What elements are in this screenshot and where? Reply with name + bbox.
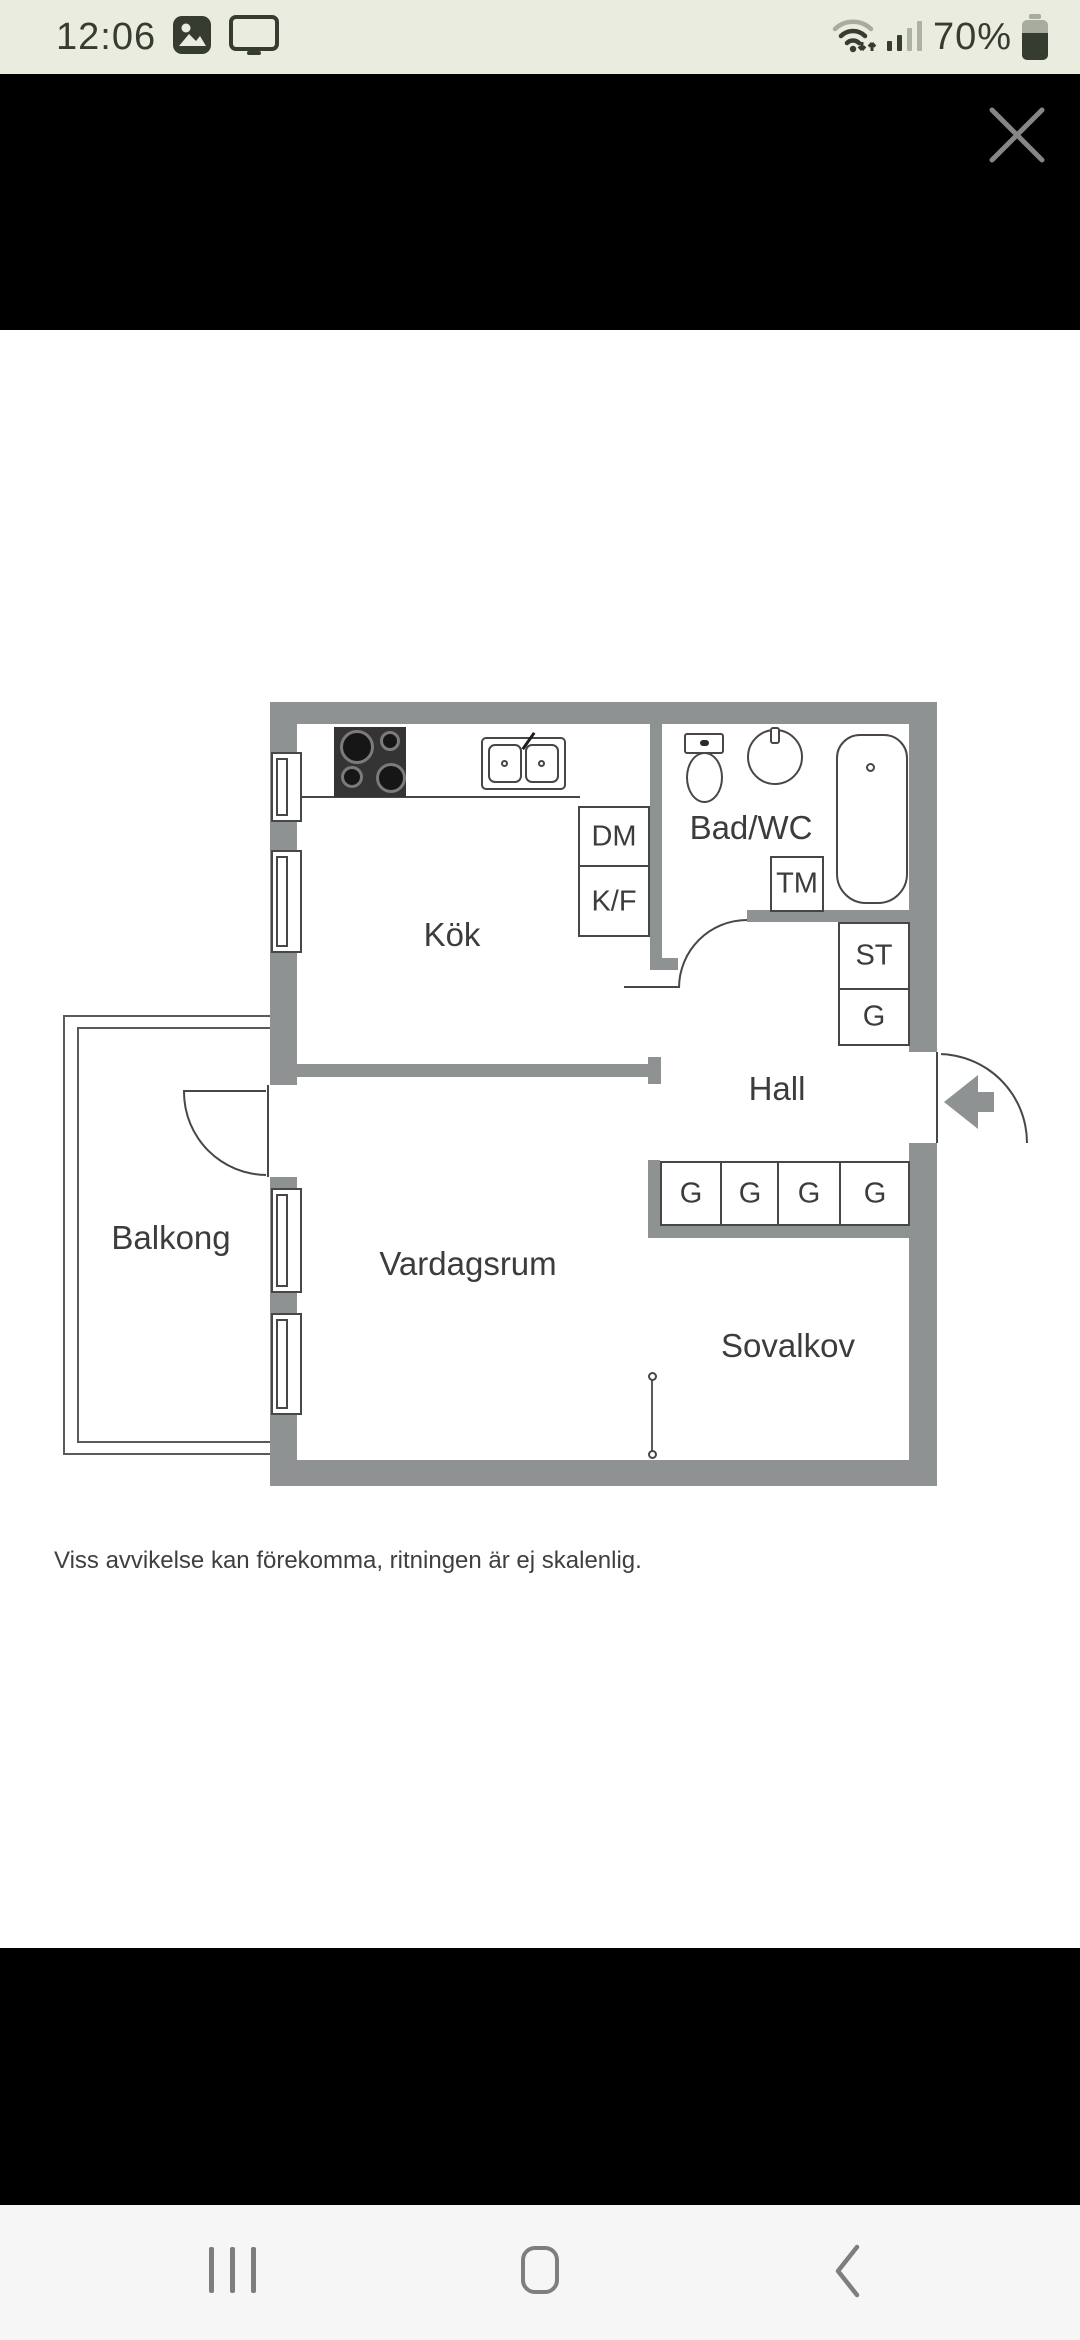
battery-icon bbox=[1022, 14, 1048, 60]
bathroom-sink-tap bbox=[770, 727, 780, 744]
stove-burner bbox=[341, 766, 363, 788]
kitchen-window-2 bbox=[271, 850, 302, 953]
label-wardrobe: G bbox=[738, 1177, 762, 1210]
stove-burner bbox=[340, 730, 374, 764]
label-washing-machine: TM bbox=[776, 867, 818, 900]
dishwasher-box bbox=[578, 806, 650, 867]
living-room-window-2 bbox=[271, 1313, 302, 1415]
screen-mirroring-icon bbox=[228, 14, 280, 61]
window-casement bbox=[276, 1194, 288, 1287]
battery-percent: 70% bbox=[932, 15, 1012, 58]
room-label-bathroom: Bad/WC bbox=[689, 809, 813, 846]
status-bar-left: 12:06 bbox=[56, 0, 280, 74]
bathtub-drain bbox=[866, 763, 875, 772]
label-fridge-freezer: K/F bbox=[591, 885, 637, 918]
battery-body bbox=[1022, 20, 1048, 60]
wall-wardrobe-side bbox=[648, 1160, 660, 1238]
kitchen-window-1 bbox=[271, 752, 302, 822]
living-room-window-1 bbox=[271, 1188, 302, 1293]
wall-wardrobe-bottom bbox=[648, 1226, 910, 1238]
wall-kitchen-living bbox=[296, 1064, 648, 1077]
window-casement bbox=[276, 856, 288, 947]
room-label-living-room: Vardagsrum bbox=[379, 1245, 557, 1282]
room-label-balcony: Balkong bbox=[111, 1219, 231, 1256]
sink-basin bbox=[525, 744, 559, 783]
storage-box bbox=[838, 922, 910, 990]
cellular-signal-icon bbox=[886, 18, 923, 57]
stove-burner bbox=[380, 731, 400, 751]
label-wardrobe: G bbox=[679, 1177, 703, 1210]
toilet-tank bbox=[684, 733, 724, 754]
wall-kitchen-bath-cap bbox=[650, 958, 678, 970]
battery-fill-part bbox=[1022, 33, 1048, 60]
recents-icon bbox=[209, 2247, 214, 2293]
hall-closet-box bbox=[838, 988, 910, 1046]
entrance-arrow-icon bbox=[942, 1070, 1002, 1139]
window-casement bbox=[276, 758, 288, 816]
label-wardrobe: G bbox=[863, 1177, 887, 1210]
back-button[interactable] bbox=[833, 2243, 861, 2304]
close-icon bbox=[989, 107, 1045, 163]
sink-basin bbox=[488, 744, 522, 783]
divider-dot bbox=[648, 1372, 657, 1381]
label-wardrobe: G bbox=[797, 1177, 821, 1210]
label-storage: ST bbox=[855, 939, 893, 972]
kitchen-sink-icon bbox=[481, 731, 566, 790]
close-button[interactable] bbox=[985, 103, 1049, 167]
balcony-door-plane bbox=[267, 1085, 269, 1177]
entrance-opening bbox=[905, 1052, 941, 1143]
room-label-kitchen: Kök bbox=[423, 916, 481, 953]
status-bar-right: 70% bbox=[831, 0, 1048, 74]
window-casement bbox=[276, 1319, 288, 1409]
toilet-button bbox=[700, 740, 709, 746]
balcony-outline-outer bbox=[63, 1015, 270, 1455]
status-bar: 12:06 bbox=[0, 0, 1080, 74]
wifi-data-icon bbox=[831, 14, 877, 61]
wall-kitchen-living-cap bbox=[648, 1057, 661, 1084]
balcony-outline-inner bbox=[77, 1027, 270, 1443]
home-button[interactable] bbox=[521, 2246, 559, 2294]
recents-icon bbox=[230, 2247, 235, 2293]
balcony-door-opening bbox=[266, 1085, 301, 1177]
alcove-divider-line bbox=[651, 1375, 653, 1457]
home-icon bbox=[521, 2246, 559, 2294]
toilet-bowl bbox=[686, 752, 723, 803]
wall-bath-bottom bbox=[747, 910, 910, 922]
label-dishwasher: DM bbox=[591, 820, 637, 853]
wall-bottom bbox=[270, 1460, 937, 1486]
room-label-hall: Hall bbox=[748, 1070, 806, 1107]
recents-button[interactable] bbox=[206, 2247, 258, 2293]
floor-plan-image[interactable] bbox=[0, 330, 1080, 1948]
wall-kitchen-bath bbox=[650, 724, 662, 970]
wall-top bbox=[270, 702, 937, 724]
sink-drain bbox=[501, 760, 508, 767]
divider-dot bbox=[648, 1450, 657, 1459]
bathroom-door-leaf bbox=[624, 986, 680, 988]
disclaimer-text: Viss avvikelse kan förekomma, ritningen … bbox=[54, 1547, 642, 1574]
back-icon bbox=[835, 2244, 860, 2298]
battery-nub bbox=[1029, 14, 1041, 19]
navigation-bar bbox=[0, 2205, 1080, 2340]
gallery-icon bbox=[172, 15, 212, 60]
battery-empty-part bbox=[1022, 20, 1048, 33]
label-hall-closet: G bbox=[862, 1000, 886, 1033]
entrance-door-leaf bbox=[936, 1052, 938, 1143]
wardrobe-box bbox=[777, 1161, 841, 1226]
washing-machine-box bbox=[770, 856, 824, 912]
room-label-sleeping-alcove: Sovalkov bbox=[721, 1327, 855, 1364]
stove-icon bbox=[334, 727, 406, 797]
balcony-door-leaf bbox=[183, 1090, 267, 1092]
recents-icon bbox=[251, 2247, 256, 2293]
stove-burner bbox=[376, 763, 406, 793]
bottom-letterbox bbox=[0, 1948, 1080, 2205]
wardrobe-box bbox=[839, 1161, 910, 1226]
sink-drain bbox=[538, 760, 545, 767]
kitchen-counter-line bbox=[297, 796, 580, 798]
bathtub-icon bbox=[836, 734, 908, 904]
top-letterbox bbox=[0, 74, 1080, 330]
fridge-freezer-box bbox=[578, 865, 650, 937]
clock: 12:06 bbox=[56, 15, 157, 58]
